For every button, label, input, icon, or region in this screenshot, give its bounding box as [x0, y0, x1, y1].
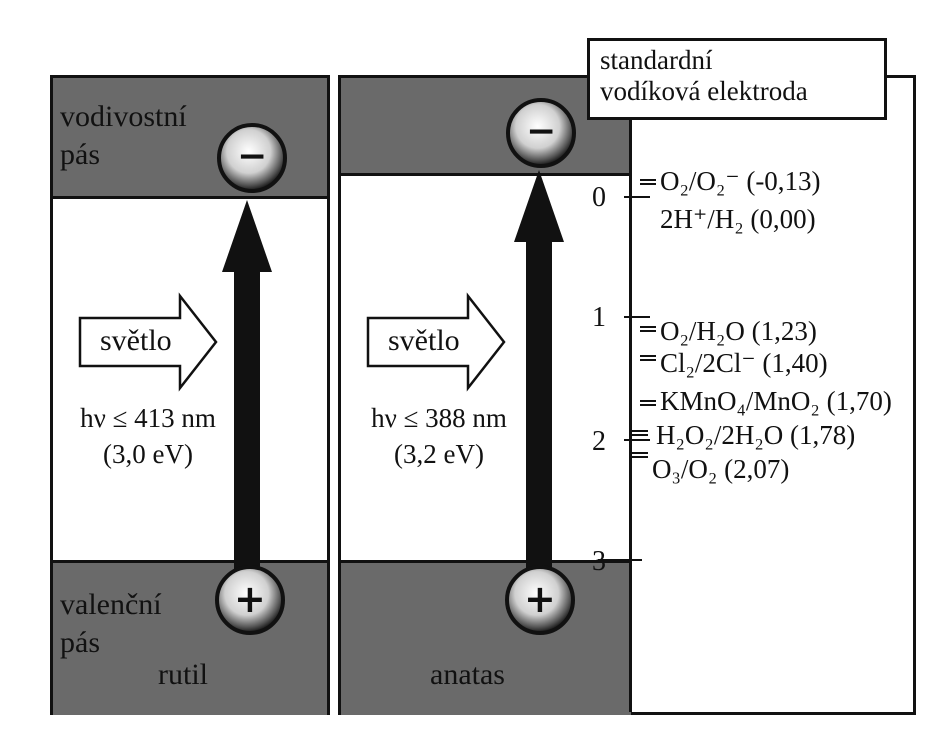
anatase-electron-symbol: −	[526, 111, 557, 152]
tick-label-1: 1	[592, 302, 606, 333]
rutile-excitation-arrow	[222, 200, 272, 570]
rutile-valence-label-1: valenční	[60, 588, 162, 621]
redox-marker-h2o2	[632, 430, 648, 436]
anatase-excitation-arrow	[514, 170, 564, 570]
redox-couple-cl2: Cl₂/2Cl⁻ (1,40)	[660, 348, 828, 378]
rutile-light-label: světlo	[100, 324, 172, 357]
anatase-hole-circle	[505, 565, 575, 635]
rutile-panel	[50, 75, 330, 715]
reference-electrode-line-2: vodíková elektroda	[600, 76, 808, 107]
rutile-conduction-label-2: pás	[60, 138, 100, 171]
rutile-hole-symbol: +	[234, 577, 266, 621]
rutile-energy-ev: (3,0 eV)	[103, 439, 193, 469]
redox-couple-o3: O₃/O₂ (2,07)	[652, 454, 790, 484]
rutile-conduction-band	[53, 78, 327, 199]
redox-couple-kmno4: KMnO₄/MnO₂ (1,70)	[660, 386, 892, 416]
rutile-energy-wavelength: hν ≤ 413 nm	[80, 403, 216, 433]
rutile-conduction-label-1: vodivostní	[60, 100, 187, 133]
tick-label-0: 0	[592, 182, 606, 213]
rutile-electron-symbol: −	[237, 136, 268, 177]
redox-couple-hydrogen: 2H⁺/H₂ (0,00)	[660, 204, 816, 234]
rutile-valence-label-2: pás	[60, 626, 100, 659]
scale-divider	[629, 78, 632, 712]
anatase-conduction-band	[341, 78, 631, 176]
rutile-electron-circle	[217, 123, 287, 193]
rutile-light-arrow	[78, 292, 218, 392]
anatase-energy-ev: (3,2 eV)	[394, 439, 484, 469]
anatase-light-label: světlo	[388, 324, 460, 357]
rutile-name: rutil	[158, 658, 208, 691]
redox-marker-o2-superoxide	[640, 179, 656, 185]
redox-marker-cl2	[640, 355, 656, 361]
anatase-light-arrow	[366, 292, 506, 392]
anatase-valence-band	[341, 560, 631, 715]
anatase-panel	[338, 75, 916, 715]
reference-electrode-box: standardní vodíková elektroda	[587, 38, 887, 120]
tick-label-3: 3	[592, 546, 606, 577]
redox-marker-kmno4	[640, 400, 656, 406]
reference-electrode-line-1: standardní	[600, 45, 713, 75]
anatase-hole-symbol: +	[524, 577, 556, 621]
redox-marker-o3	[632, 452, 648, 458]
redox-couple-h2o2: H₂O₂/2H₂O (1,78)	[656, 420, 856, 450]
tick-label-2: 2	[592, 426, 606, 457]
anatase-energy-wavelength: hν ≤ 388 nm	[371, 403, 507, 433]
redox-couple-o2-superoxide: O₂/O₂⁻ (-0,13)	[660, 166, 821, 196]
potential-scale-ticks	[598, 196, 650, 561]
rutile-hole-circle	[215, 565, 285, 635]
redox-couple-o2-h2o: O₂/H₂O (1,23)	[660, 316, 817, 346]
anatase-name: anatas	[430, 658, 505, 691]
redox-marker-o2-h2o	[640, 326, 656, 332]
anatase-electron-circle	[506, 98, 576, 168]
